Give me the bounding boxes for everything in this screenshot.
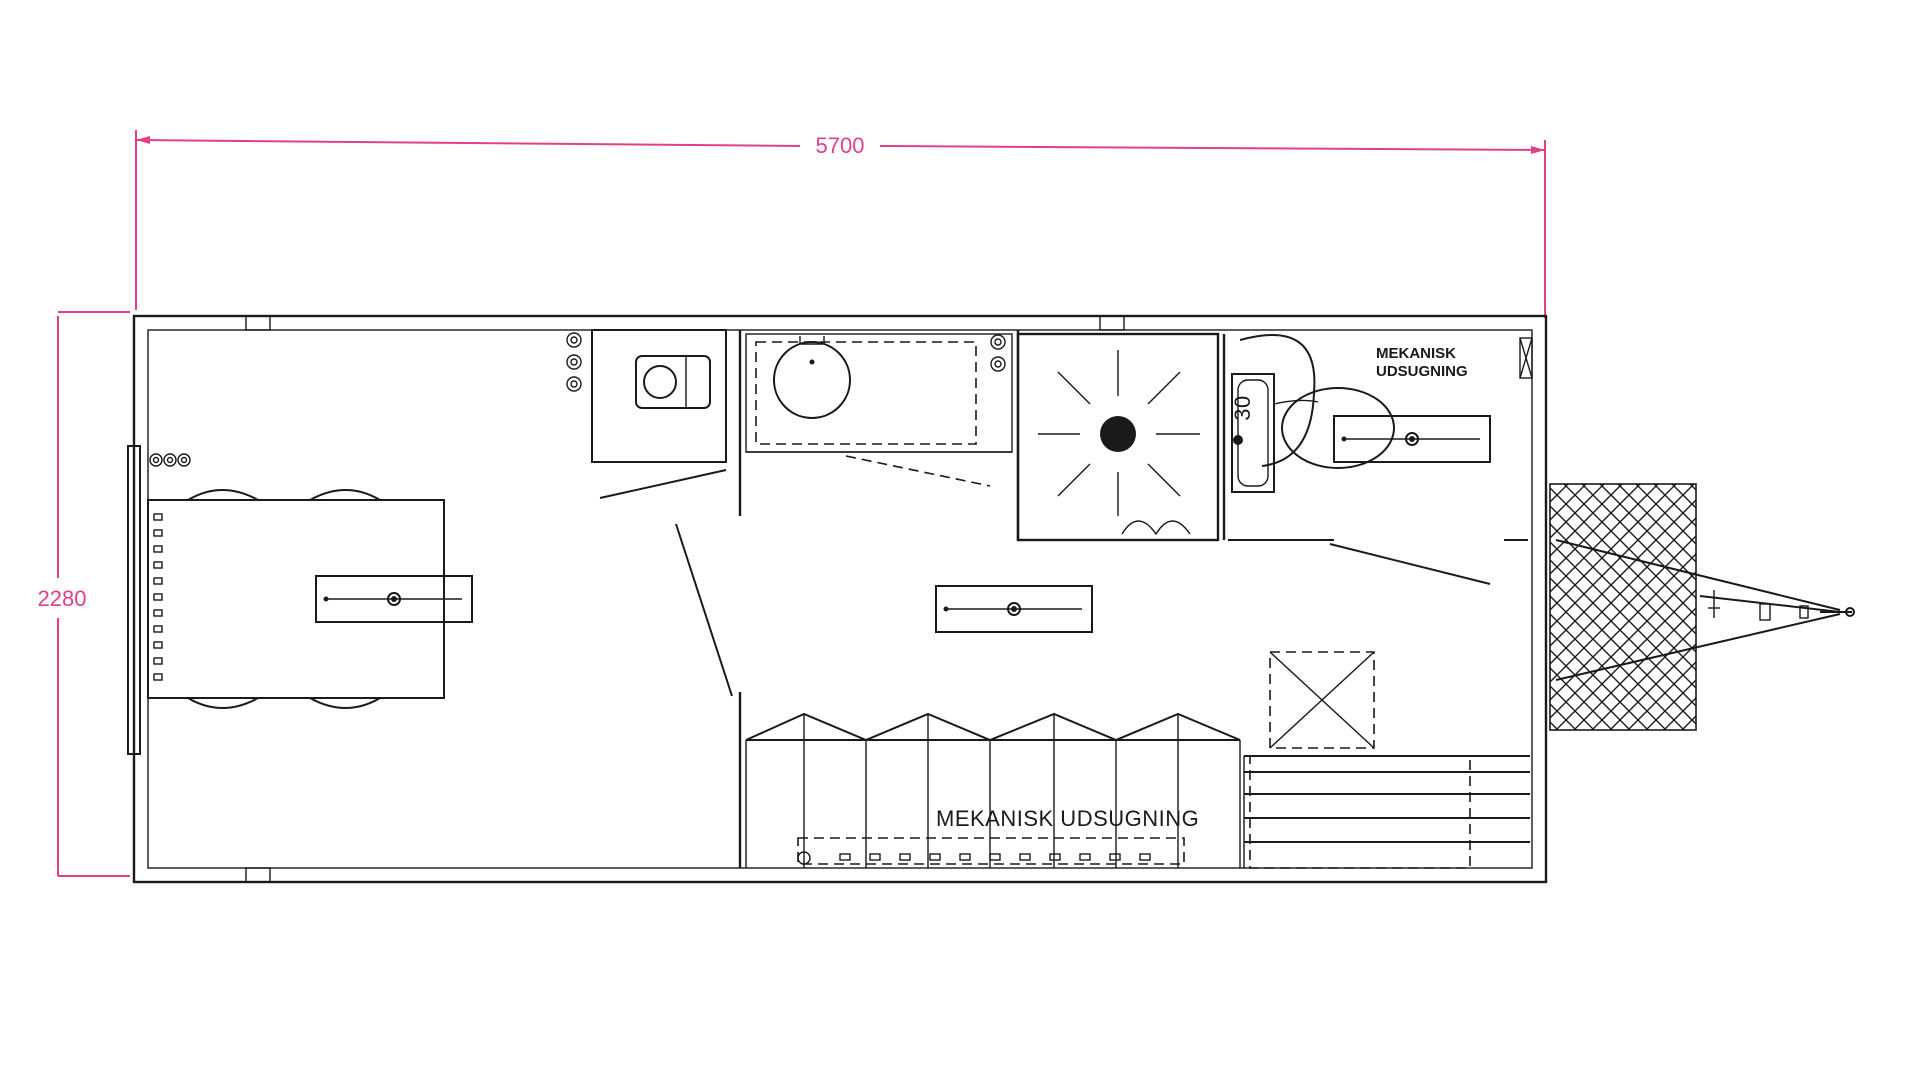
main-exhaust-label: MEKANISK UDSUGNING bbox=[936, 806, 1199, 831]
tow-hitch bbox=[1549, 483, 1855, 731]
toilet-icon bbox=[1239, 334, 1395, 469]
shower-drain-icon bbox=[1038, 350, 1200, 516]
sink-number-label: 30 bbox=[1230, 395, 1255, 420]
shower-cubicle bbox=[1016, 332, 1220, 542]
bathroom-exhaust-label-2: UDSUGNING bbox=[1376, 363, 1468, 380]
outer-walls bbox=[127, 314, 1548, 884]
light-fixture-center bbox=[935, 585, 1093, 633]
light-fixture-left bbox=[315, 575, 473, 623]
outlet-group-upper bbox=[566, 332, 1006, 392]
shelving-unit bbox=[1243, 755, 1530, 869]
bathroom-exhaust-label-1: MEKANISK bbox=[1376, 345, 1456, 362]
locker-row: MEKANISK UDSUGNING bbox=[745, 712, 1241, 868]
light-fixture-bathroom bbox=[1333, 415, 1491, 463]
width-dimension-label: 2280 bbox=[38, 586, 87, 611]
dimension-width: 2280 bbox=[38, 311, 130, 877]
washroom bbox=[599, 330, 1020, 868]
kitchen-counter bbox=[591, 329, 727, 463]
dimension-length: 5700 bbox=[135, 130, 1546, 318]
floor-hatch bbox=[1269, 651, 1375, 749]
washbasin-icon: 30 bbox=[1230, 373, 1275, 493]
dining-area bbox=[147, 453, 445, 709]
toilet-room: 30 MEKANISK UDSUGNING bbox=[1222, 334, 1533, 585]
length-dimension-label: 5700 bbox=[816, 133, 865, 158]
